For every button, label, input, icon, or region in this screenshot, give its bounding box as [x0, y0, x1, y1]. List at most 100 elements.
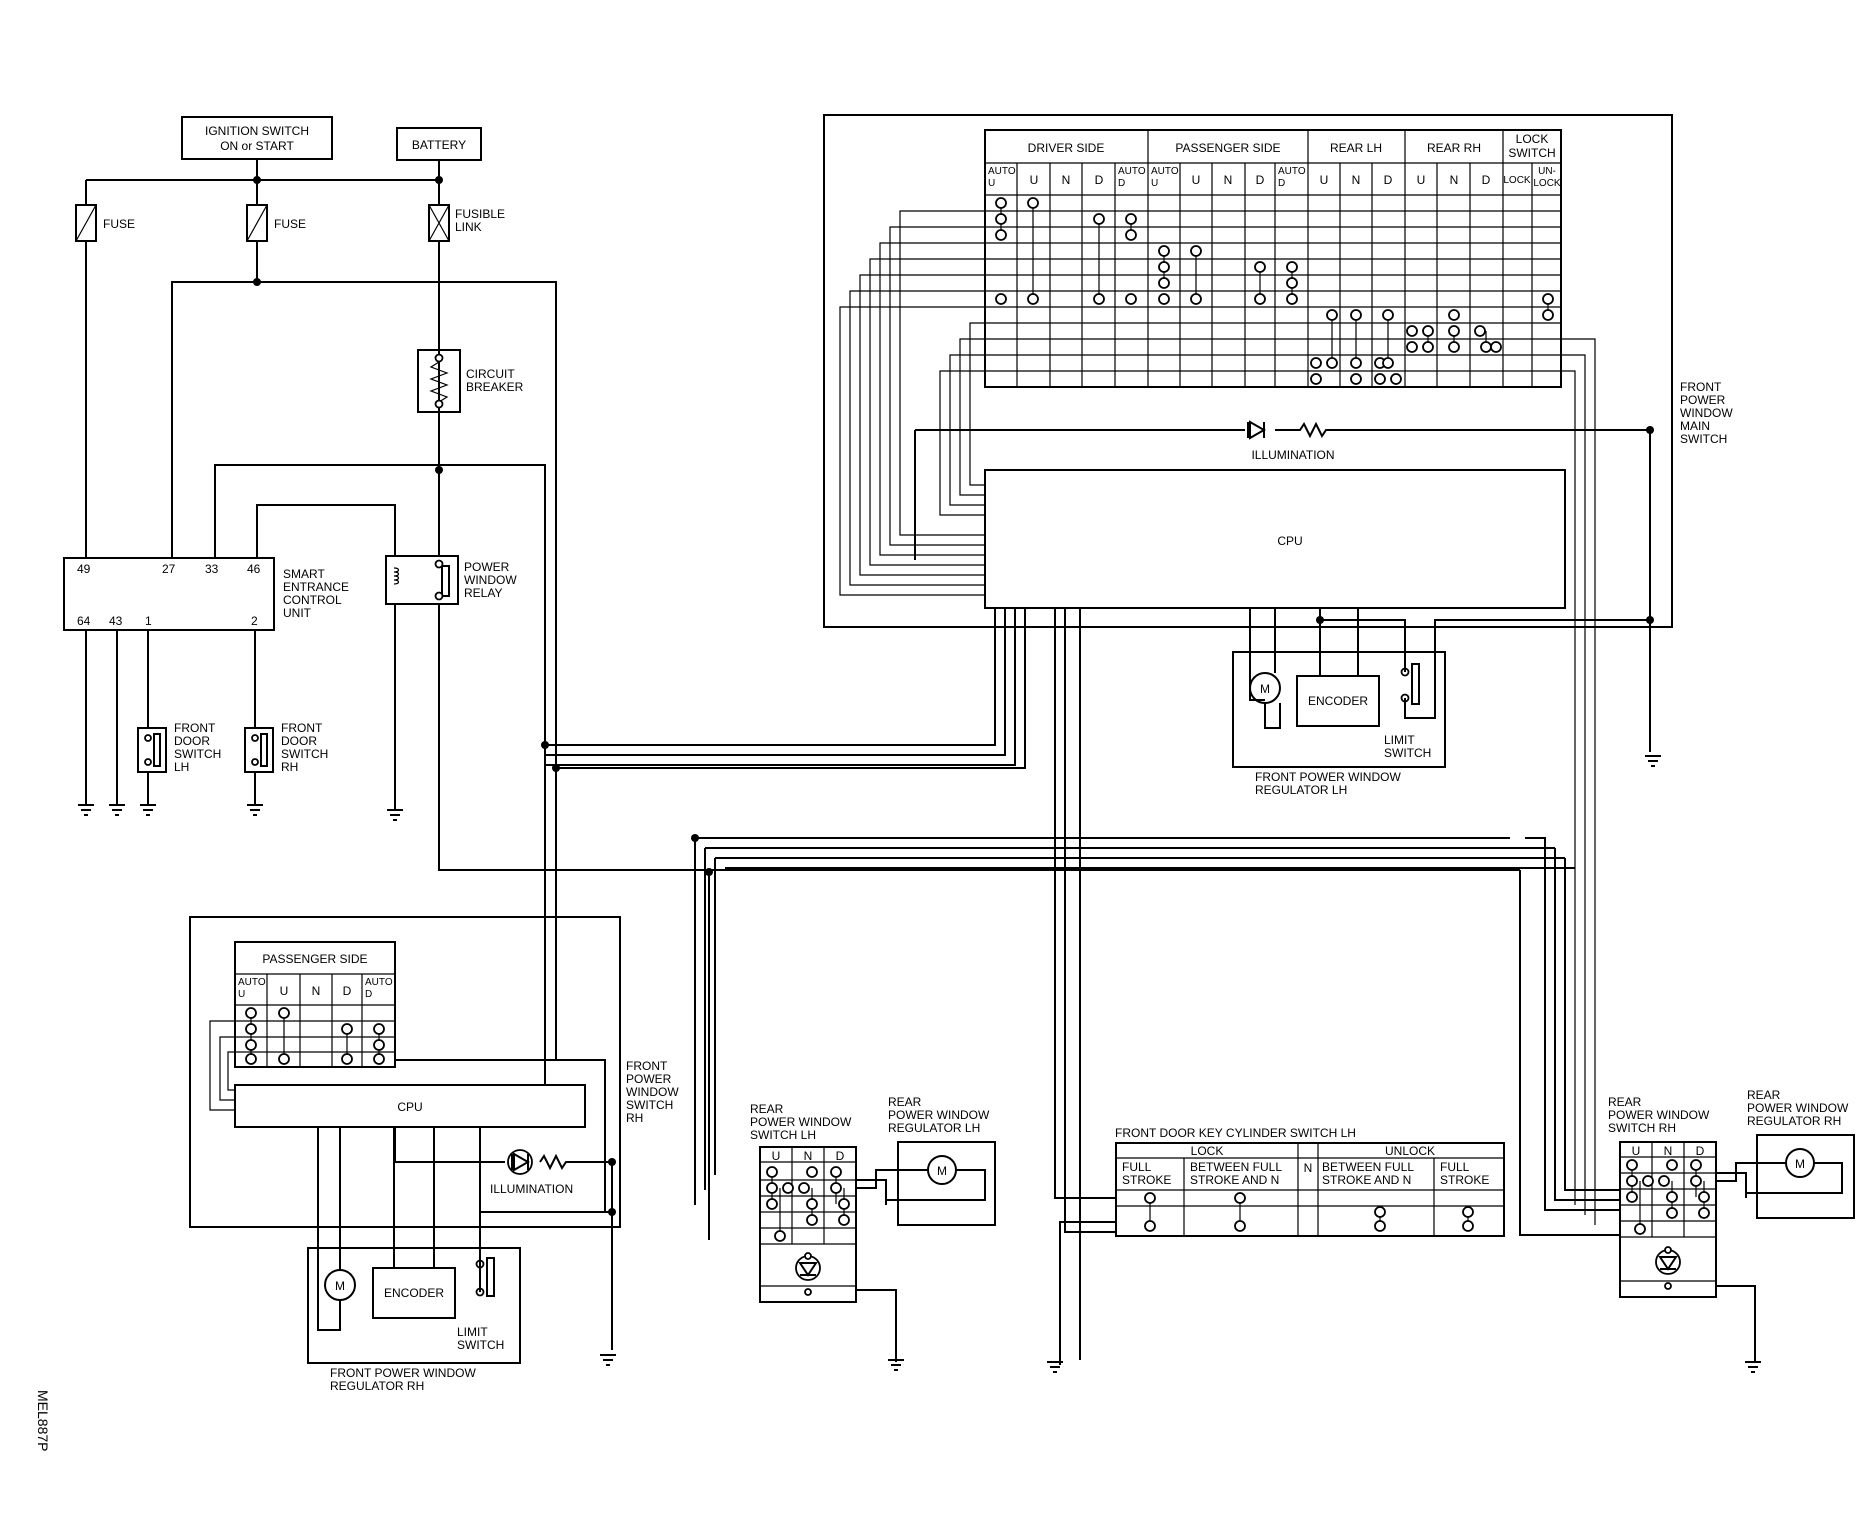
reg-lh-motor: M	[1260, 682, 1270, 696]
main-col-auto-u-1: AUTO	[988, 166, 1016, 177]
ignition-switch-state: ON or START	[220, 139, 294, 153]
reg-lh-encoder: ENCODER	[1308, 694, 1368, 708]
pass-col-auto-u-1: AUTO	[238, 977, 266, 988]
secu-pin-46: 46	[247, 562, 261, 576]
pass-col-u: U	[280, 984, 289, 998]
main-col-pass-auto-u-2: U	[1151, 178, 1158, 189]
rear-lh-switch-2: POWER WINDOW	[750, 1115, 852, 1129]
key-cyl-between-1: BETWEEN FULL	[1190, 1160, 1282, 1174]
bus-wires	[541, 608, 1620, 1360]
pass-illumination-label: ILLUMINATION	[490, 1182, 573, 1196]
rear-rh-reg-1: REAR	[1747, 1088, 1781, 1102]
battery-box	[396, 127, 482, 161]
main-col-unlock-1: UN-	[1538, 166, 1556, 177]
main-col-driver-u: U	[1030, 173, 1039, 187]
door-switch-rh-3: SWITCH	[281, 747, 328, 761]
main-switch-cpu	[984, 469, 1566, 609]
passenger-header: PASSENGER SIDE	[262, 952, 367, 966]
main-col-rrh-u: U	[1417, 173, 1426, 187]
front-power-window-switch-rh: PASSENGER SIDE AUTO U U N D AUTO D CPU I…	[189, 916, 679, 1350]
key-cyl-unl-between-1: BETWEEN FULL	[1322, 1160, 1414, 1174]
rear-rh-switch-2: POWER WINDOW	[1608, 1108, 1710, 1122]
main-col-driver-d: D	[1095, 173, 1104, 187]
secu-pin-2: 2	[251, 614, 258, 628]
secu-pin-1: 1	[145, 614, 152, 628]
main-switch-label-5: SWITCH	[1680, 432, 1727, 446]
secu-pin-27: 27	[162, 562, 176, 576]
pass-col-auto-d-2: D	[365, 989, 372, 1000]
main-col-pass-auto-d-2: D	[1278, 178, 1285, 189]
rear-rh-reg-3: REGULATOR RH	[1747, 1114, 1841, 1128]
main-switch-label-1: FRONT	[1680, 380, 1722, 394]
key-cyl-unlock: UNLOCK	[1385, 1144, 1435, 1158]
rear-power-window-regulator-lh: REAR POWER WINDOW REGULATOR LH M	[856, 1095, 996, 1226]
front-door-key-cylinder-switch-lh: FRONT DOOR KEY CYLINDER SWITCH LH LOCK U…	[1059, 1126, 1505, 1365]
rear-rh-motor: M	[1795, 1157, 1805, 1171]
relay-label-1: POWER	[464, 560, 510, 574]
main-col-rlh-u: U	[1320, 173, 1329, 187]
rear-rh-col-n: N	[1664, 1144, 1673, 1158]
main-col-auto-d-1: AUTO	[1118, 166, 1146, 177]
main-col-pass-n: N	[1224, 173, 1233, 187]
pass-col-n: N	[312, 984, 321, 998]
pass-switch-label-5: RH	[626, 1111, 643, 1125]
fusible-link-label-2: LINK	[455, 220, 482, 234]
reg-rh-encoder: ENCODER	[384, 1286, 444, 1300]
key-cyl-unl-between-2: STROKE AND N	[1322, 1173, 1411, 1187]
reg-lh-limit-1: LIMIT	[1384, 733, 1415, 747]
reg-rh-limit-2: SWITCH	[457, 1338, 504, 1352]
reg-rh-title-2: REGULATOR RH	[330, 1379, 424, 1393]
main-switch-label-3: WINDOW	[1680, 406, 1733, 420]
main-col-auto-d-2: D	[1118, 178, 1125, 189]
front-power-window-regulator-rh: M ENCODER LIMIT SWITCH FRONT POWER WINDO…	[307, 1127, 521, 1393]
circuit-breaker-label-1: CIRCUIT	[466, 367, 515, 381]
rear-lh-motor: M	[937, 1164, 947, 1178]
ignition-switch-box	[181, 116, 333, 160]
rear-lh-reg-2: POWER WINDOW	[888, 1108, 990, 1122]
main-group-driver: DRIVER SIDE	[1028, 141, 1105, 155]
main-switch-label-4: MAIN	[1680, 419, 1710, 433]
rear-rh-col-d: D	[1696, 1144, 1705, 1158]
fuse-2-label: FUSE	[274, 217, 306, 231]
main-switch-contacts	[995, 197, 1554, 385]
main-illumination-label: ILLUMINATION	[1251, 448, 1334, 462]
pass-switch-label-4: SWITCH	[626, 1098, 673, 1112]
relay-label-3: RELAY	[464, 586, 502, 600]
door-switch-lh-1: FRONT	[174, 721, 216, 735]
power-window-relay: POWER WINDOW RELAY	[214, 464, 546, 1085]
key-cyl-title: FRONT DOOR KEY CYLINDER SWITCH LH	[1115, 1126, 1356, 1140]
relay-label-2: WINDOW	[464, 573, 517, 587]
rear-power-window-switch-rh: REAR POWER WINDOW SWITCH RH U N D	[1608, 1095, 1756, 1362]
reg-lh-limit-2: SWITCH	[1384, 746, 1431, 760]
pass-switch-label-1: FRONT	[626, 1059, 668, 1073]
main-col-rlh-n: N	[1352, 173, 1361, 187]
ground-symbols	[78, 755, 1761, 1373]
front-power-window-regulator-lh: M ENCODER LIMIT SWITCH FRONT POWER WINDO…	[1232, 608, 1650, 797]
reg-rh-limit-1: LIMIT	[457, 1325, 488, 1339]
rear-lh-switch-3: SWITCH LH	[750, 1128, 816, 1142]
power-supply: IGNITION SWITCH ON or START BATTERY FUSE…	[75, 116, 1520, 1030]
circuit-breaker-label-2: BREAKER	[466, 380, 524, 394]
key-cyl-between-2: STROKE AND N	[1190, 1173, 1279, 1187]
main-col-pass-u: U	[1192, 173, 1201, 187]
rear-lh-reg-3: REGULATOR LH	[888, 1121, 980, 1135]
key-cyl-full-1: FULL	[1122, 1160, 1152, 1174]
door-switch-rh-1: FRONT	[281, 721, 323, 735]
smart-entrance-control-unit: 49 27 33 46 64 43 1 2 SMART ENTRANCE CON…	[63, 557, 349, 805]
main-col-pass-d: D	[1256, 173, 1265, 187]
door-switch-lh-3: SWITCH	[174, 747, 221, 761]
pass-switch-label-2: POWER	[626, 1072, 672, 1086]
rear-lh-col-n: N	[804, 1149, 813, 1163]
secu-label-1: SMART	[283, 567, 325, 581]
main-col-rrh-d: D	[1482, 173, 1491, 187]
main-group-lock-switch: SWITCH	[1508, 146, 1555, 160]
reg-rh-motor: M	[335, 1279, 345, 1293]
door-switch-rh-2: DOOR	[281, 734, 317, 748]
reg-lh-title-1: FRONT POWER WINDOW	[1255, 770, 1401, 784]
rear-rh-switch-3: SWITCH RH	[1608, 1121, 1676, 1135]
main-col-driver-n: N	[1062, 173, 1071, 187]
rear-power-window-switch-lh: REAR POWER WINDOW SWITCH LH U N D	[750, 1102, 897, 1362]
secu-pin-49: 49	[77, 562, 91, 576]
main-group-rear-lh: REAR LH	[1330, 141, 1382, 155]
pass-col-d: D	[343, 984, 352, 998]
